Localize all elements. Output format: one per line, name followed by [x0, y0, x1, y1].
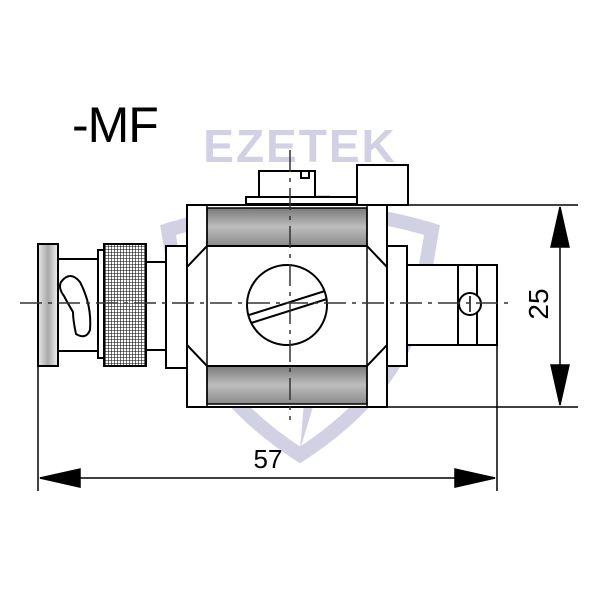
right-connector: [386, 245, 498, 367]
dimension-height: [387, 204, 578, 408]
dimension-height-label: 25: [523, 288, 554, 319]
watermark-brand-text: EZETEK: [203, 120, 396, 172]
dimension-width-label: 57: [254, 444, 283, 474]
bnc-connector: [37, 243, 188, 369]
dimension-width: [37, 345, 498, 491]
page-title: -MF: [72, 97, 159, 153]
top-fitting: [245, 164, 409, 206]
centerlines: [20, 150, 510, 420]
knurled-nut: [103, 243, 147, 367]
screw-head: [246, 264, 328, 346]
